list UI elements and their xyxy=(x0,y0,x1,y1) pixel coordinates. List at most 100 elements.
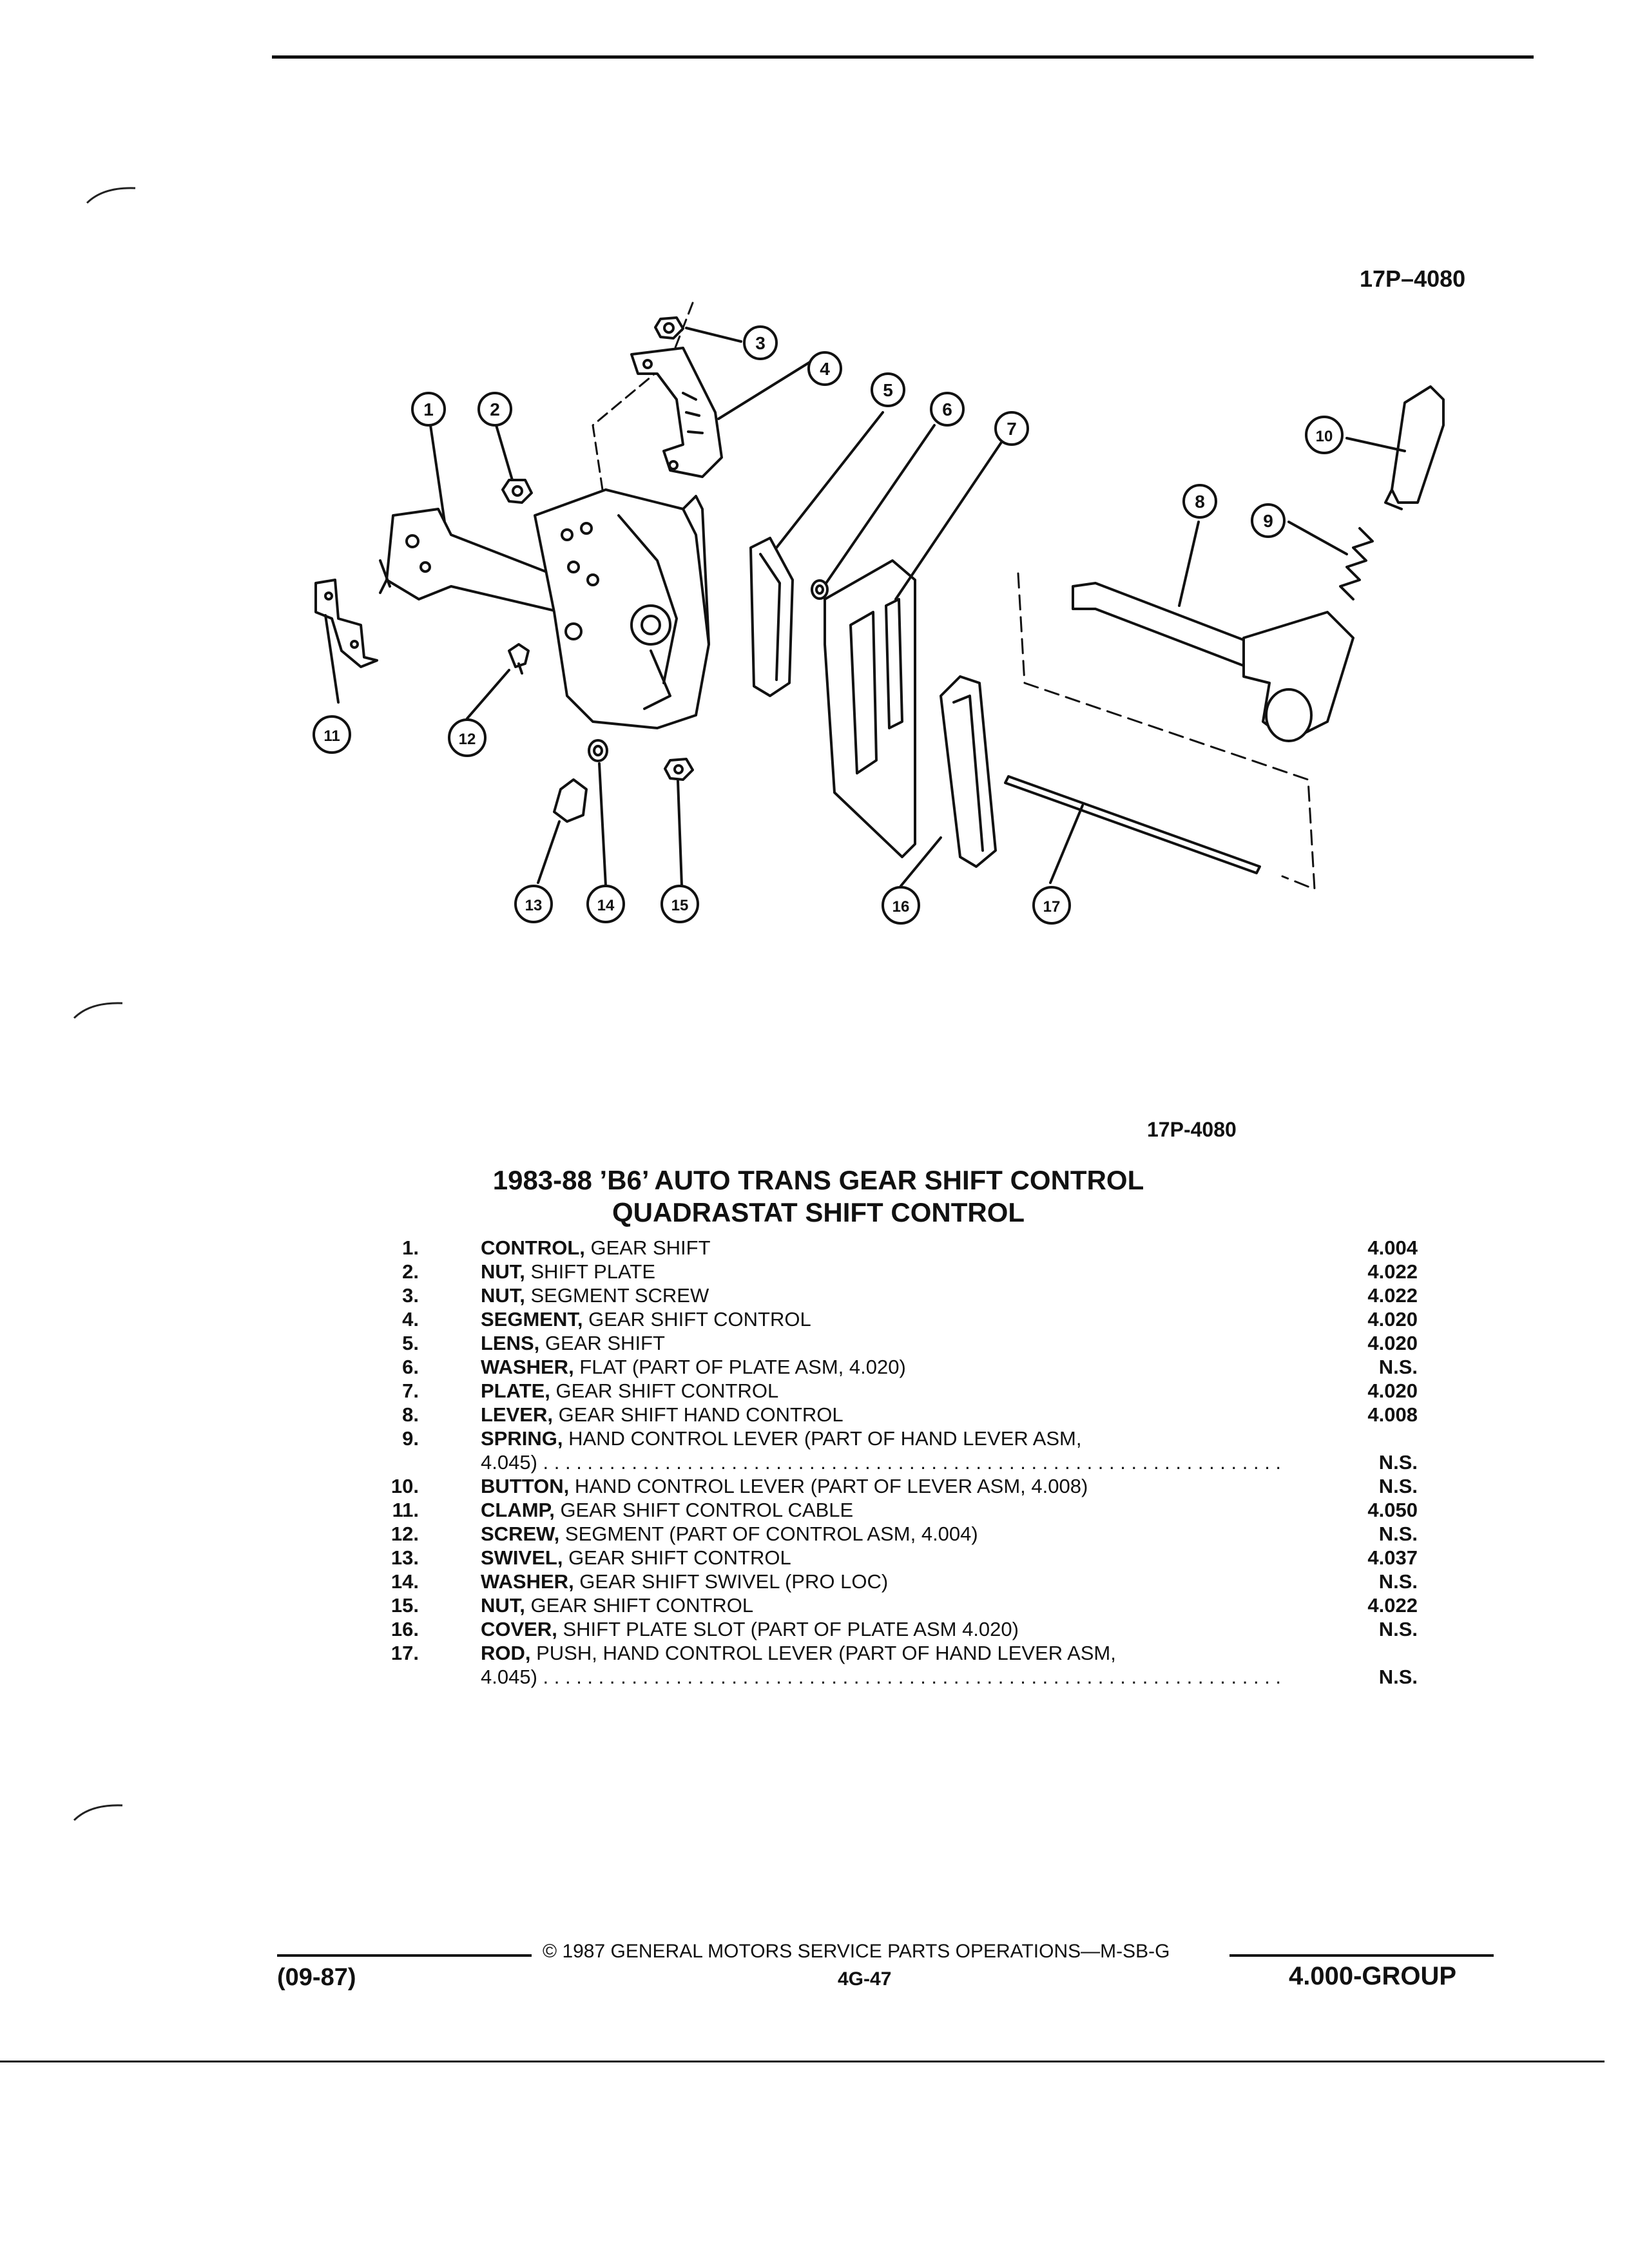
svg-text:15: 15 xyxy=(671,897,689,914)
scan-mark-top xyxy=(86,187,136,204)
part-group: 4.020 xyxy=(1367,1332,1418,1354)
parts-list-item: 1. CONTROL, GEAR SHIFT 4.004 xyxy=(361,1236,1418,1260)
part-description: BUTTON, HAND CONTROL LEVER (PART OF LEVE… xyxy=(481,1474,1318,1498)
svg-text:12: 12 xyxy=(459,731,476,748)
part-name: NUT, xyxy=(481,1260,525,1283)
parts-list-item-continued: 4.045) N.S. xyxy=(361,1450,1418,1474)
part-name: PLATE, xyxy=(481,1379,550,1402)
part-detail: GEAR SHIFT CONTROL xyxy=(525,1594,754,1617)
part-description: LENS, GEAR SHIFT xyxy=(481,1331,1318,1355)
scan-mark-mid xyxy=(73,1002,123,1019)
page-subtitle: QUADRASTAT SHIFT CONTROL xyxy=(612,1197,1025,1227)
part-number: 6. xyxy=(402,1356,419,1378)
part-description: ROD, PUSH, HAND CONTROL LEVER (PART OF H… xyxy=(481,1641,1318,1665)
part-description: SCREW, SEGMENT (PART OF CONTROL ASM, 4.0… xyxy=(481,1522,1318,1546)
part-group: 4.037 xyxy=(1367,1546,1418,1569)
part-detail: SHIFT PLATE xyxy=(525,1260,656,1283)
part-description: LEVER, GEAR SHIFT HAND CONTROL xyxy=(481,1403,1318,1427)
parts-list-item: 16. COVER, SHIFT PLATE SLOT (PART OF PLAT… xyxy=(361,1617,1418,1641)
part-number: 9. xyxy=(402,1427,419,1450)
part-description: CLAMP, GEAR SHIFT CONTROL CABLE xyxy=(481,1498,1318,1522)
svg-text:10: 10 xyxy=(1316,428,1333,445)
part-number: 5. xyxy=(402,1332,419,1354)
part-name: CONTROL, xyxy=(481,1236,585,1259)
part-number: 15. xyxy=(390,1594,419,1617)
part-detail: SEGMENT SCREW xyxy=(525,1284,709,1307)
callout-15: 15 xyxy=(660,885,699,923)
part-name: CLAMP, xyxy=(481,1499,555,1521)
part-name: NUT, xyxy=(481,1284,525,1307)
part-description: NUT, SEGMENT SCREW xyxy=(481,1283,1318,1307)
parts-list-item: 12.SCREW, SEGMENT (PART OF CONTROL ASM, … xyxy=(361,1522,1418,1546)
parts-list-item-continued: 4.045) N.S. xyxy=(361,1665,1418,1689)
parts-list-item: 9.SPRING, HAND CONTROL LEVER (PART OF HA… xyxy=(361,1427,1392,1450)
exploded-parts-diagram: 1 2 3 4 5 6 7 8 9 10 11 12 13 14 15 16 1… xyxy=(313,302,1445,925)
part-name: COVER, xyxy=(481,1618,557,1640)
part-detail: GEAR SHIFT CONTROL xyxy=(550,1379,779,1402)
part-number: 17. xyxy=(390,1642,419,1664)
part-detail-continued: 4.045) xyxy=(481,1665,1280,1689)
svg-text:16: 16 xyxy=(892,898,910,916)
figure-ref-top: 17P–4080 xyxy=(1360,265,1466,292)
svg-text:1: 1 xyxy=(423,399,434,419)
part-detail-continued: 4.045) xyxy=(481,1450,1280,1474)
part-description: CONTROL, GEAR SHIFT xyxy=(481,1236,1318,1260)
part-detail: SEGMENT (PART OF CONTROL ASM, 4.004) xyxy=(559,1523,978,1545)
part-group: 4.008 xyxy=(1367,1403,1418,1426)
callout-13: 13 xyxy=(514,885,553,923)
part-number: 7. xyxy=(402,1379,419,1402)
part-detail: GEAR SHIFT xyxy=(539,1332,665,1354)
part-name: SWIVEL, xyxy=(481,1546,563,1569)
footer-rule-left xyxy=(277,1954,532,1957)
part-detail: GEAR SHIFT SWIVEL (PRO LOC) xyxy=(574,1570,889,1593)
part-detail: HAND CONTROL LEVER (PART OF LEVER ASM, 4… xyxy=(569,1475,1088,1497)
part-number: 14. xyxy=(390,1570,419,1593)
part-name: WASHER, xyxy=(481,1570,574,1593)
callout-8: 8 xyxy=(1182,484,1217,519)
part-detail: PUSH, HAND CONTROL LEVER (PART OF HAND L… xyxy=(530,1642,1116,1664)
page-title: 1983-88 ’B6’ AUTO TRANS GEAR SHIFT CONTR… xyxy=(492,1165,1144,1195)
part-group: N.S. xyxy=(1378,1570,1418,1593)
part-name: NUT, xyxy=(481,1594,525,1617)
svg-text:9: 9 xyxy=(1263,511,1273,531)
parts-list-item: 17. ROD, PUSH, HAND CONTROL LEVER (PART O… xyxy=(361,1641,1392,1665)
part-description: WASHER, FLAT (PART OF PLATE ASM, 4.020) xyxy=(481,1355,1318,1379)
part-number: 11. xyxy=(392,1499,419,1521)
part-description: COVER, SHIFT PLATE SLOT (PART OF PLATE A… xyxy=(481,1617,1318,1641)
callout-9: 9 xyxy=(1251,503,1286,538)
part-number: 16. xyxy=(390,1618,419,1640)
callout-12: 12 xyxy=(448,718,487,757)
part-name: SEGMENT, xyxy=(481,1308,583,1331)
part-group: N.S. xyxy=(1378,1618,1418,1640)
part-detail: HAND CONTROL LEVER (PART OF HAND LEVER A… xyxy=(563,1427,1082,1450)
scan-mark-bottom xyxy=(73,1804,123,1821)
part-description: NUT, SHIFT PLATE xyxy=(481,1260,1318,1283)
svg-text:7: 7 xyxy=(1007,419,1017,439)
part-name: LEVER, xyxy=(481,1403,553,1426)
page-number: 4G-47 xyxy=(838,1968,892,1990)
footer-rule-right xyxy=(1229,1954,1494,1957)
part-number: 1. xyxy=(402,1236,419,1259)
top-rule xyxy=(272,55,1534,59)
svg-text:8: 8 xyxy=(1195,492,1205,512)
part-detail: FLAT (PART OF PLATE ASM, 4.020) xyxy=(574,1356,906,1378)
part-group: 4.022 xyxy=(1367,1284,1418,1307)
part-name: WASHER, xyxy=(481,1356,574,1378)
part-group: 4.020 xyxy=(1367,1308,1418,1331)
part-number: 10. xyxy=(390,1475,419,1497)
bottom-rule xyxy=(0,2061,1605,2062)
part-group: 4.020 xyxy=(1367,1379,1418,1402)
callout-14: 14 xyxy=(586,885,625,923)
callout-10: 10 xyxy=(1305,416,1344,454)
part-group: 4.004 xyxy=(1367,1236,1418,1259)
part-group: 4.022 xyxy=(1367,1260,1418,1283)
callout-17: 17 xyxy=(1032,886,1071,925)
group-label: 4.000-GROUP xyxy=(1289,1962,1457,1990)
